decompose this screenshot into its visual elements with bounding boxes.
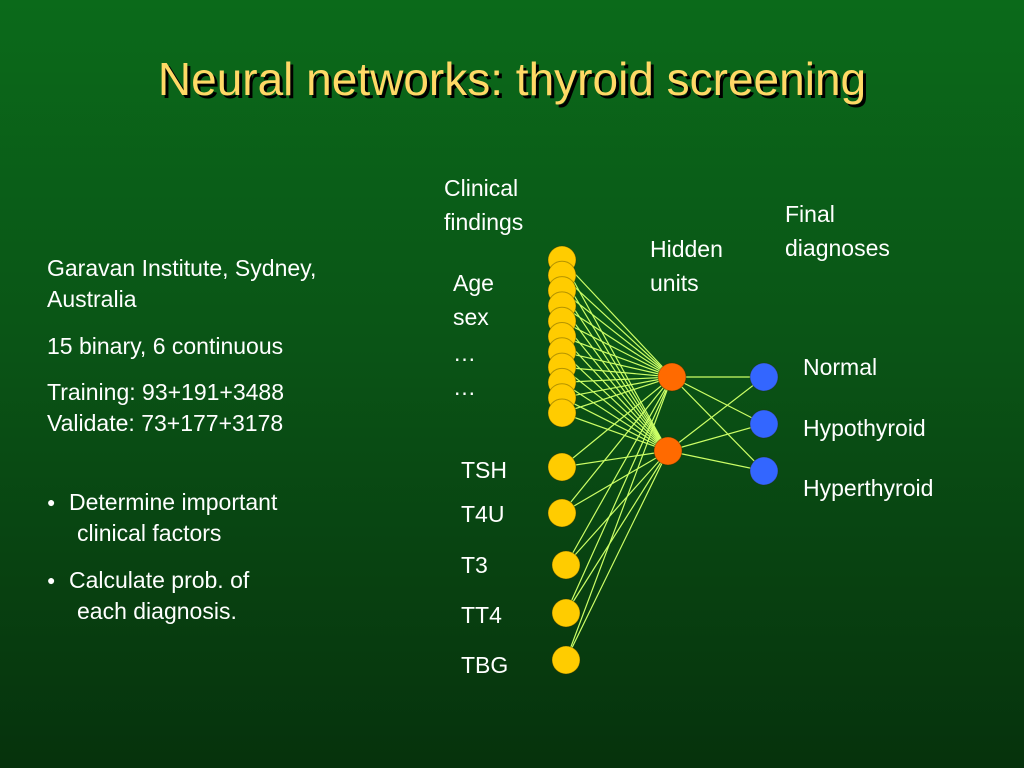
connection-line xyxy=(561,335,673,378)
heading-hidden-line1: Hidden xyxy=(650,236,723,262)
connection-line xyxy=(561,412,669,452)
connection-line xyxy=(561,376,673,514)
connection-line xyxy=(565,376,673,566)
bullet-dot-icon: ● xyxy=(47,572,56,588)
connection-line xyxy=(565,450,669,614)
output-label-hyperthyroid: Hyperthyroid xyxy=(803,475,934,501)
bullet-text: Calculate prob. of xyxy=(69,567,250,593)
connection-line xyxy=(565,376,673,614)
continuous-input-node xyxy=(547,498,577,528)
connection-line xyxy=(561,305,673,378)
connection-line xyxy=(561,259,673,378)
heading-hidden-line2: units xyxy=(650,270,699,296)
input-label-tbg: TBG xyxy=(461,652,509,678)
heading-final-line2: diagnoses xyxy=(785,235,890,261)
connection-line xyxy=(565,450,669,566)
connection-line xyxy=(667,450,765,472)
input-label-tt4: TT4 xyxy=(461,602,502,628)
bullet-item: ● Calculate prob. of each diagnosis. xyxy=(47,565,249,627)
diagnosis-output-node xyxy=(749,456,779,486)
connection-line xyxy=(667,423,765,452)
source-line-2: Australia xyxy=(47,286,137,312)
connection-line xyxy=(561,376,673,399)
input-label-t3: T3 xyxy=(461,552,488,578)
connection-line xyxy=(561,376,673,468)
binary-input-label: … xyxy=(453,340,476,366)
bullet-item: ● Determine important clinical factors xyxy=(47,487,277,549)
training-counts: Training: 93+191+3488 xyxy=(47,379,285,405)
output-label-normal: Normal xyxy=(803,354,878,380)
connection-line xyxy=(561,351,673,378)
connection-line xyxy=(565,376,673,661)
connection-line xyxy=(667,376,765,452)
connection-line xyxy=(565,450,669,661)
hidden-unit-node xyxy=(653,436,683,466)
heading-clinical-line2: findings xyxy=(444,209,524,235)
connection-line xyxy=(671,376,765,425)
input-label-t4u: T4U xyxy=(461,501,505,527)
binary-input-node xyxy=(547,398,577,428)
connection-line xyxy=(561,366,673,378)
continuous-input-node xyxy=(547,452,577,482)
connection-line xyxy=(561,320,673,378)
feature-count: 15 binary, 6 continuous xyxy=(47,333,284,359)
source-line-1: Garavan Institute, Sydney, xyxy=(47,255,317,281)
binary-input-label: Age xyxy=(453,270,494,296)
connection-line xyxy=(561,376,673,383)
hidden-unit-node xyxy=(657,362,687,392)
binary-input-label: … xyxy=(453,374,476,400)
input-label-tsh: TSH xyxy=(461,457,507,483)
connection-line xyxy=(561,274,673,378)
output-label-hypothyroid: Hypothyroid xyxy=(803,415,926,441)
connection-line xyxy=(561,290,669,452)
bullet-text-continued: each diagnosis. xyxy=(77,598,237,624)
connection-line xyxy=(561,376,673,414)
diagnosis-output-node xyxy=(749,409,779,439)
bullet-text: Determine important xyxy=(69,489,278,515)
binary-input-label: sex xyxy=(453,304,489,330)
diagnosis-output-node xyxy=(749,362,779,392)
connection-line xyxy=(561,450,669,468)
bullet-dot-icon: ● xyxy=(47,494,56,510)
continuous-input-node xyxy=(551,645,581,675)
connection-line xyxy=(671,376,765,472)
slide-title: Neural networks: thyroid screening xyxy=(157,53,867,105)
bullet-text-continued: clinical factors xyxy=(77,520,222,546)
continuous-input-node xyxy=(551,550,581,580)
heading-clinical-line1: Clinical xyxy=(444,175,519,201)
continuous-input-node xyxy=(551,598,581,628)
connection-line xyxy=(561,450,669,514)
heading-final-line1: Final xyxy=(785,201,835,227)
connection-line xyxy=(561,290,673,378)
validation-counts: Validate: 73+177+3178 xyxy=(47,410,284,436)
